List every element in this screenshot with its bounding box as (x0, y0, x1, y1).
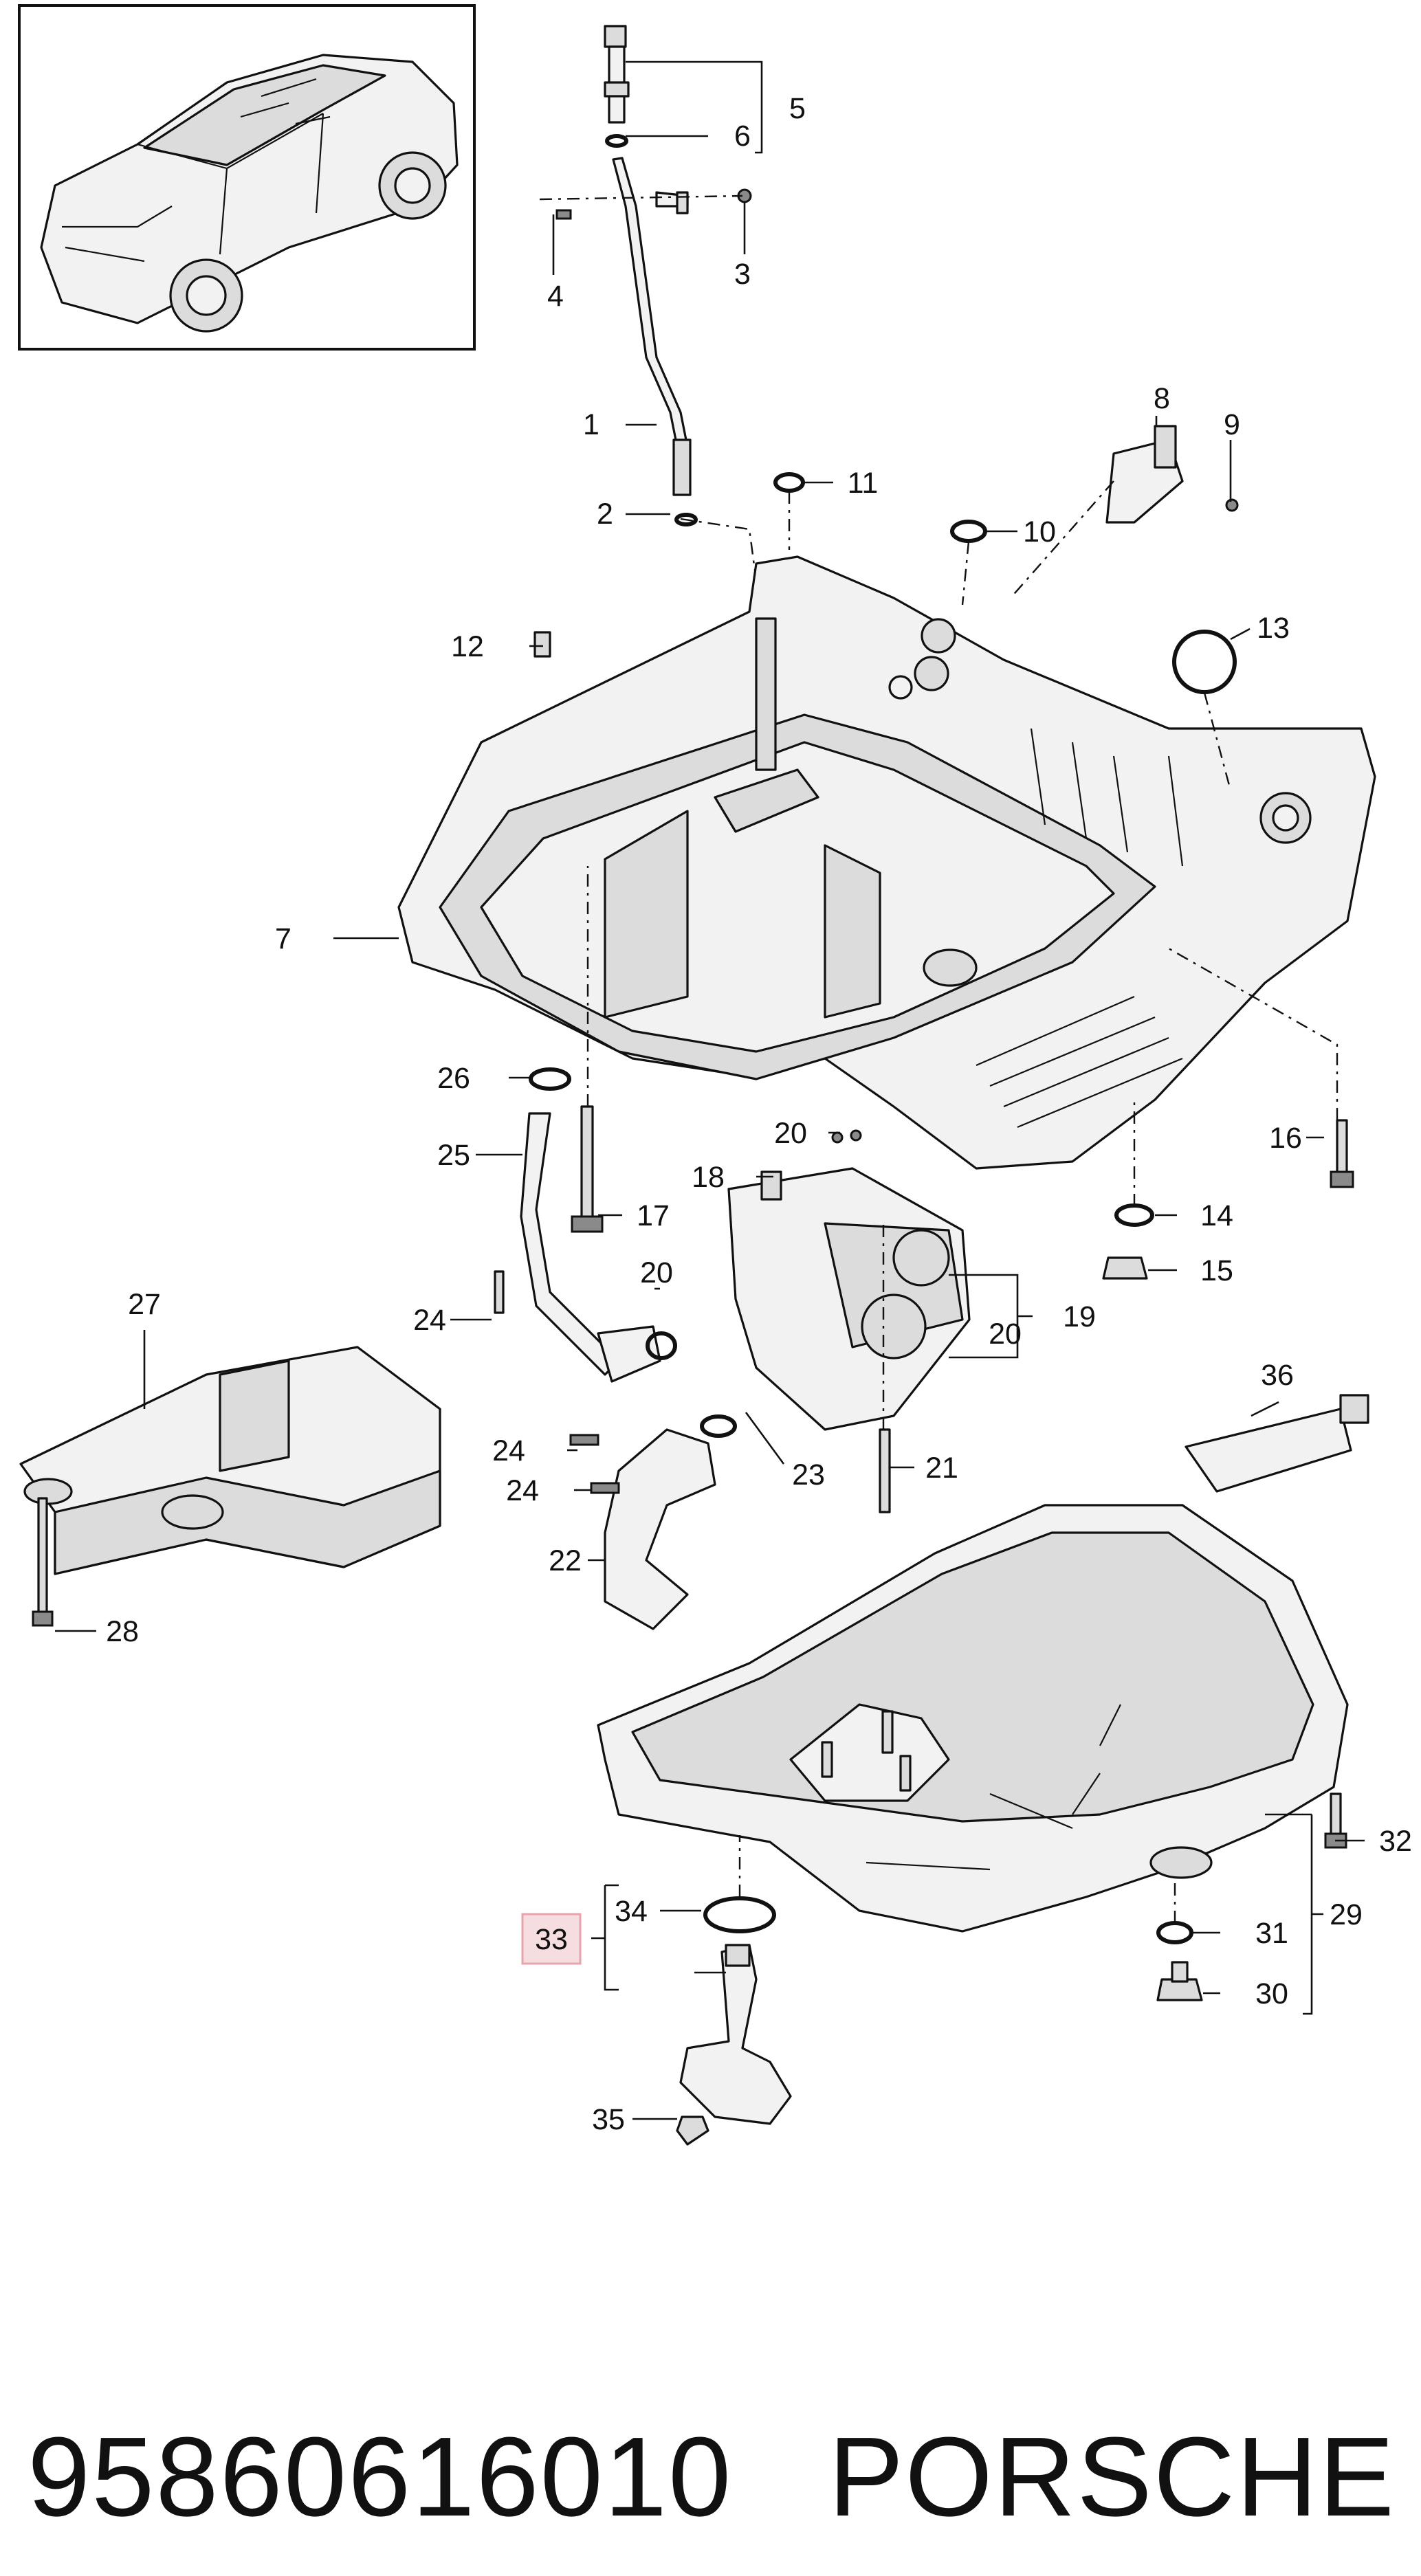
relation-lines (539, 195, 1339, 1923)
highlight-box-33 (521, 1913, 582, 1965)
callout-35: 35 (592, 2103, 625, 2136)
callout-11: 11 (848, 467, 879, 500)
brand-name: PORSCHE (828, 2414, 1396, 2540)
crankcase-ribs (976, 728, 1184, 1129)
upper-pan-hardware (533, 425, 1354, 1280)
callout-22: 22 (549, 1544, 582, 1577)
callout-15: 15 (1200, 1254, 1233, 1287)
car-illustration (40, 54, 459, 333)
callout-16: 16 (1269, 1122, 1302, 1155)
callout-21: 21 (925, 1452, 958, 1485)
callout-31: 31 (1255, 1917, 1288, 1950)
callout-20-pump: 20 (989, 1318, 1022, 1351)
callout-2: 2 (597, 498, 613, 531)
callout-6: 6 (734, 120, 751, 153)
lower-oil-pan (597, 1504, 1349, 2146)
callout-18: 18 (692, 1161, 725, 1194)
leader-lines (55, 60, 1365, 2120)
callout-30: 30 (1255, 1977, 1288, 2010)
callout-1: 1 (583, 408, 599, 441)
oil-pump-assembly (494, 1067, 971, 1630)
upper-oil-pan (397, 555, 1376, 1170)
callout-17: 17 (637, 1199, 670, 1232)
callout-20-oring: 20 (774, 1117, 807, 1150)
callout-33: 33 (535, 1923, 568, 1956)
callout-3: 3 (734, 258, 751, 291)
callout-23: 23 (792, 1458, 825, 1491)
callout-29: 29 (1330, 1898, 1363, 1931)
callout-14: 14 (1200, 1199, 1233, 1232)
callout-4: 4 (547, 280, 564, 313)
callout-36: 36 (1261, 1359, 1294, 1392)
callout-34: 34 (615, 1895, 648, 1928)
callout-24-top: 24 (413, 1304, 446, 1337)
callout-13: 13 (1257, 612, 1290, 645)
callout-24-low: 24 (506, 1474, 539, 1507)
callout-7: 7 (275, 922, 291, 955)
callout-25: 25 (437, 1139, 470, 1172)
part-number: 95860616010 (27, 2414, 732, 2540)
support-bracket (19, 1346, 441, 1627)
callout-9: 9 (1224, 408, 1240, 441)
callout-labels: 1 2 3 4 5 6 7 8 9 10 11 12 13 14 15 16 1… (106, 92, 1412, 2136)
callout-8: 8 (1154, 382, 1170, 415)
vehicle-thumbnail (18, 4, 476, 351)
callout-32: 32 (1379, 1825, 1412, 1858)
callout-12: 12 (451, 630, 484, 663)
callout-26: 26 (437, 1062, 470, 1095)
callout-19: 19 (1063, 1300, 1096, 1333)
dipstick-assembly (555, 25, 752, 526)
callout-28: 28 (106, 1615, 139, 1648)
callout-5: 5 (789, 92, 806, 125)
sealant-tube (1185, 1394, 1369, 1493)
callout-10: 10 (1023, 515, 1056, 548)
callout-27: 27 (128, 1288, 161, 1321)
callout-24-mid: 24 (492, 1434, 525, 1467)
callout-20-flange: 20 (640, 1256, 673, 1289)
